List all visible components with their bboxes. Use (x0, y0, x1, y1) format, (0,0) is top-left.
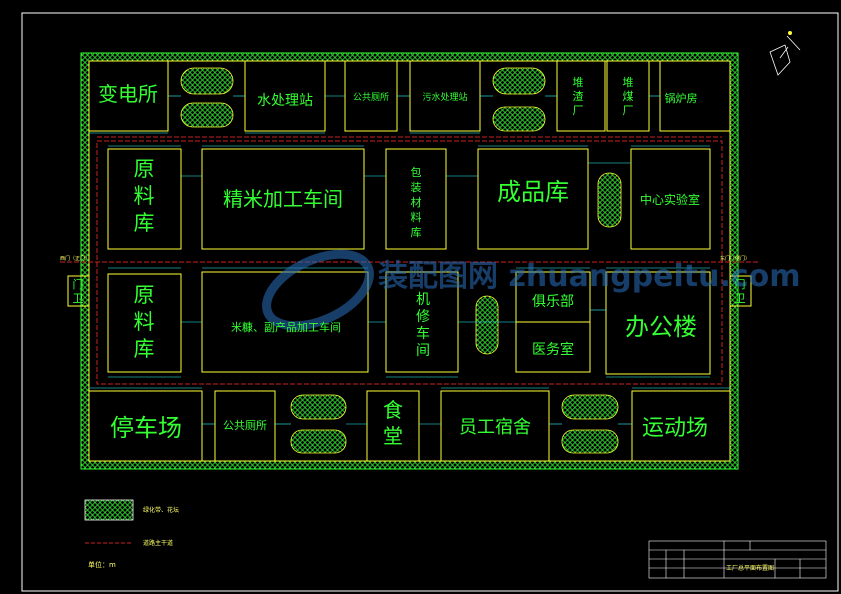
canteen (366, 390, 420, 462)
legend-road-label: 道路主干道 (143, 539, 173, 547)
label-sewage-treatment: 污水处理站 (422, 91, 467, 103)
packaging-material-store (385, 148, 447, 250)
title-block (648, 540, 827, 579)
label-coal-yard: 堆煤厂 (623, 76, 634, 117)
dimension-lines (89, 95, 730, 425)
sports-field (631, 390, 731, 462)
label-clinic: 医务室 (532, 341, 574, 358)
label-canteen: 食堂 (383, 398, 403, 448)
office-building (605, 271, 711, 375)
green-bed (561, 394, 619, 420)
watermark-text: 装配图网 zhuangpeitu.com (378, 259, 801, 294)
watermark: 装配图网 zhuangpeitu.com (262, 249, 801, 331)
label-office: 办公楼 (625, 313, 697, 341)
title-block-title: 工厂总平面布置图 (726, 564, 774, 572)
label-boiler-room: 锅炉房 (665, 92, 698, 105)
raw-material-store-2 (107, 273, 182, 373)
label-gatehouse-right: 门卫 (735, 277, 746, 305)
central-laboratory (630, 148, 711, 250)
legend-green-swatch (84, 499, 134, 521)
legend-green-label: 绿化带、花坛 (143, 506, 179, 514)
label-east-gate: 东门（侧门） (720, 255, 750, 262)
green-bed (475, 295, 499, 355)
green-bed (290, 394, 347, 420)
green-bed (492, 67, 546, 95)
label-public-toilet-bottom: 公共厕所 (223, 419, 267, 432)
label-west-gate: 西门（正门） (60, 255, 90, 262)
north-arrow-icon (769, 31, 801, 76)
label-machine-repair: 机修车间 (416, 292, 430, 359)
clinic (515, 321, 591, 373)
green-bed (492, 106, 546, 132)
label-raw-material-1: 原料库 (134, 157, 155, 235)
label-product-store: 成品库 (497, 178, 569, 206)
green-bed (597, 172, 622, 228)
staff-dormitory (440, 390, 550, 462)
legend: 绿化带、花坛 道路主干道 单位：m (84, 499, 179, 569)
label-raw-material-2: 原料库 (134, 283, 155, 361)
green-bed (290, 429, 347, 454)
gatehouse-left (67, 275, 90, 307)
raw-material-store-1 (107, 148, 182, 250)
label-parking: 停车场 (110, 414, 182, 442)
label-club: 俱乐部 (532, 294, 574, 310)
label-rice-workshop: 精米加工车间 (223, 187, 343, 211)
label-slag-yard: 堆渣厂 (573, 76, 584, 117)
label-packaging-store: 包装材料库 (411, 166, 422, 239)
finished-product-store (477, 148, 589, 250)
public-toilet-bottom (214, 390, 276, 462)
parking-lot (88, 390, 203, 462)
gatehouse-right (729, 275, 752, 307)
green-bed (561, 429, 619, 454)
label-bran-workshop: 米糠、副产品加工车间 (231, 320, 341, 334)
label-gatehouse-left: 门卫 (73, 277, 84, 305)
legend-unit: 单位：m (88, 560, 116, 569)
label-sports-field: 运动场 (642, 416, 708, 441)
rice-processing-workshop (201, 148, 365, 250)
drawing-frame (21, 12, 839, 592)
green-bed (180, 102, 234, 128)
label-central-lab: 中心实验室 (640, 192, 700, 207)
green-bed (180, 67, 234, 95)
label-substation: 变电所 (98, 82, 158, 106)
main-road (60, 136, 760, 385)
label-dormitory: 员工宿舍 (459, 417, 531, 438)
label-water-treatment: 水处理站 (257, 93, 313, 109)
label-public-toilet-top: 公共厕所 (353, 92, 389, 103)
